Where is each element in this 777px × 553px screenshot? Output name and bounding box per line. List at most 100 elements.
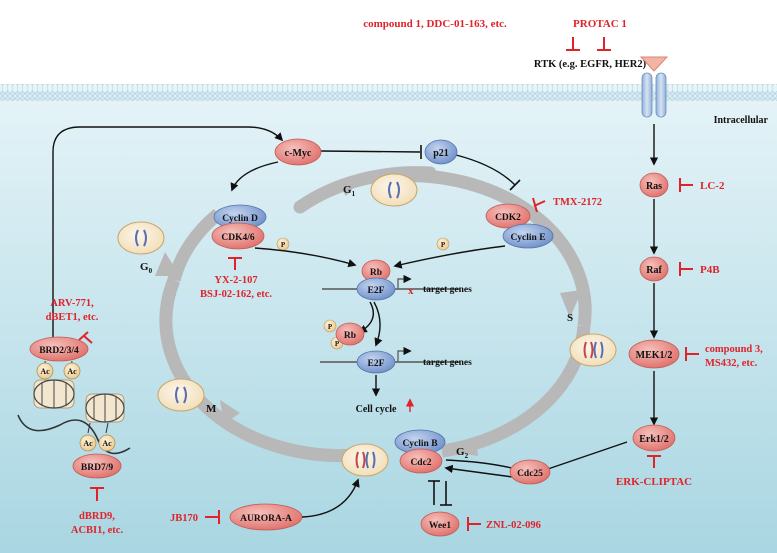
- rtk-inhibition-marks: [566, 37, 611, 51]
- svg-text:Ac: Ac: [83, 439, 93, 448]
- rtk-receptor-icon: [639, 56, 669, 118]
- cdc25-node: Cdc25: [509, 459, 551, 485]
- ac-mark-4: Ac: [98, 434, 116, 452]
- lc2-label: LC-2: [700, 180, 725, 192]
- cyclin-e-node: Cyclin E: [502, 223, 554, 249]
- aurora-to-m-arrow: [301, 478, 360, 518]
- chromatin-icon: [17, 360, 131, 455]
- phase-g1-label: G1: [343, 184, 356, 198]
- compound1-label: compound 1, DDC-01-163, etc.: [363, 18, 507, 30]
- target-genes-label-2: target genes: [423, 358, 472, 368]
- cell-icon-g2: [341, 443, 389, 477]
- svg-text:MEK1/2: MEK1/2: [636, 350, 673, 361]
- svg-text:Cdc2: Cdc2: [410, 458, 431, 468]
- phase-g0-label: G0: [140, 261, 153, 275]
- cmyc-arrows: [52, 126, 516, 338]
- jb170-label: JB170: [170, 513, 198, 524]
- yx2107-label: YX-2-107: [214, 275, 257, 286]
- svg-text:Ras: Ras: [646, 181, 662, 192]
- svg-text:Ac: Ac: [67, 367, 77, 376]
- svg-text:Raf: Raf: [646, 265, 662, 276]
- mapk-arrows: [544, 124, 659, 471]
- wee1-node: Wee1: [420, 511, 460, 537]
- phospho-marker-right: P: [436, 237, 450, 251]
- compound3-label: compound 3,: [705, 344, 763, 355]
- svg-text:CDK2: CDK2: [495, 213, 521, 223]
- brd79-inhibition-mark: [90, 487, 104, 501]
- inhibition-bars-black: [420, 145, 521, 191]
- p21-node: p21: [424, 139, 458, 165]
- p4b-label: P4B: [700, 264, 720, 276]
- svg-text:P: P: [441, 241, 446, 249]
- phospho-rb: P P Rb: [323, 319, 365, 350]
- svg-text:Rb: Rb: [370, 268, 382, 278]
- ac-mark-2: Ac: [63, 362, 81, 380]
- ras-node: Ras: [639, 172, 669, 198]
- cdk2-node: CDK2: [485, 203, 531, 229]
- cdk46-inhibition-mark: [228, 257, 242, 270]
- svg-text:E2F: E2F: [368, 359, 385, 369]
- svg-text:Cyclin B: Cyclin B: [402, 439, 438, 449]
- brd234-inhibition-mark: [78, 331, 93, 344]
- ms432-label: MS432, etc.: [705, 358, 758, 369]
- svg-text:Rb: Rb: [344, 331, 356, 341]
- erk-node: Erk1/2: [632, 424, 676, 452]
- cmyc-node: c-Myc: [274, 138, 322, 166]
- svg-text:BRD7/9: BRD7/9: [81, 463, 113, 473]
- wee1-inhibition-mark: [467, 517, 481, 531]
- rb-arrows: [254, 245, 506, 269]
- rb-e2f-complex: Rb E2F: [322, 259, 460, 301]
- svg-text:AURORA-A: AURORA-A: [240, 514, 292, 524]
- rtk-label: RTK (e.g. EGFR, HER2): [534, 59, 647, 70]
- svg-text:P: P: [281, 241, 286, 249]
- svg-text:Cyclin E: Cyclin E: [510, 233, 545, 243]
- svg-text:Wee1: Wee1: [429, 521, 451, 531]
- dbet1-label: dBET1, etc.: [46, 312, 99, 323]
- aurora-inhibition-mark: [205, 510, 220, 524]
- cdk2-inhibition-mark: [532, 197, 546, 213]
- svg-text:p21: p21: [433, 148, 449, 159]
- cdc2-node: Cdc2: [399, 448, 443, 474]
- ac-mark-1: Ac: [36, 362, 54, 380]
- svg-text:Cdc25: Cdc25: [517, 469, 543, 479]
- svg-text:Ac: Ac: [40, 367, 50, 376]
- svg-text:CDK4/6: CDK4/6: [221, 233, 255, 243]
- cell-icon-g1: [370, 173, 418, 207]
- aurora-a-node: AURORA-A: [229, 503, 303, 531]
- phase-s-label: S: [567, 312, 573, 324]
- protac1-label: PROTAC 1: [573, 18, 627, 30]
- svg-text:E2F: E2F: [368, 286, 385, 296]
- erk-cliptac-label: ERK-CLIPTAC: [616, 476, 692, 488]
- free-e2f: E2F: [320, 346, 460, 374]
- mek-node: MEK1/2: [628, 339, 680, 369]
- cell-membrane: [0, 84, 777, 101]
- ac-mark-3: Ac: [79, 434, 97, 452]
- cell-icon-m: [157, 378, 205, 412]
- phospho-marker-left: P: [276, 237, 290, 251]
- phase-m-label: M: [206, 403, 217, 415]
- brd234-node: BRD2/3/4: [29, 336, 89, 362]
- svg-text:Cyclin D: Cyclin D: [222, 214, 258, 224]
- svg-text:P: P: [335, 340, 340, 348]
- svg-text:Erk1/2: Erk1/2: [639, 434, 668, 445]
- cell-icon-s: [569, 333, 617, 367]
- svg-text:c-Myc: c-Myc: [285, 148, 312, 159]
- cell-icon-g0: [117, 221, 165, 255]
- bsj02162-label: BSJ-02-162, etc.: [200, 289, 272, 300]
- blocked-mark: x: [408, 285, 414, 297]
- intracellular-space: [0, 84, 777, 553]
- target-genes-label-1: target genes: [423, 285, 472, 295]
- mapk-inhibition-marks: [647, 178, 699, 468]
- arv771-label: ARV-771,: [50, 298, 94, 309]
- phase-g2-label: G2: [456, 446, 469, 460]
- raf-node: Raf: [639, 256, 669, 282]
- dbrd9-label: dBRD9,: [79, 511, 115, 522]
- svg-text:Ac: Ac: [102, 439, 112, 448]
- wee1-cdc2-inhibition: [428, 480, 452, 506]
- acbi1-label: ACBI1, etc.: [71, 525, 124, 536]
- cell-cycle-label: Cell cycle: [356, 404, 397, 415]
- znl02096-label: ZNL-02-096: [486, 520, 541, 531]
- brd79-node: BRD7/9: [72, 453, 122, 479]
